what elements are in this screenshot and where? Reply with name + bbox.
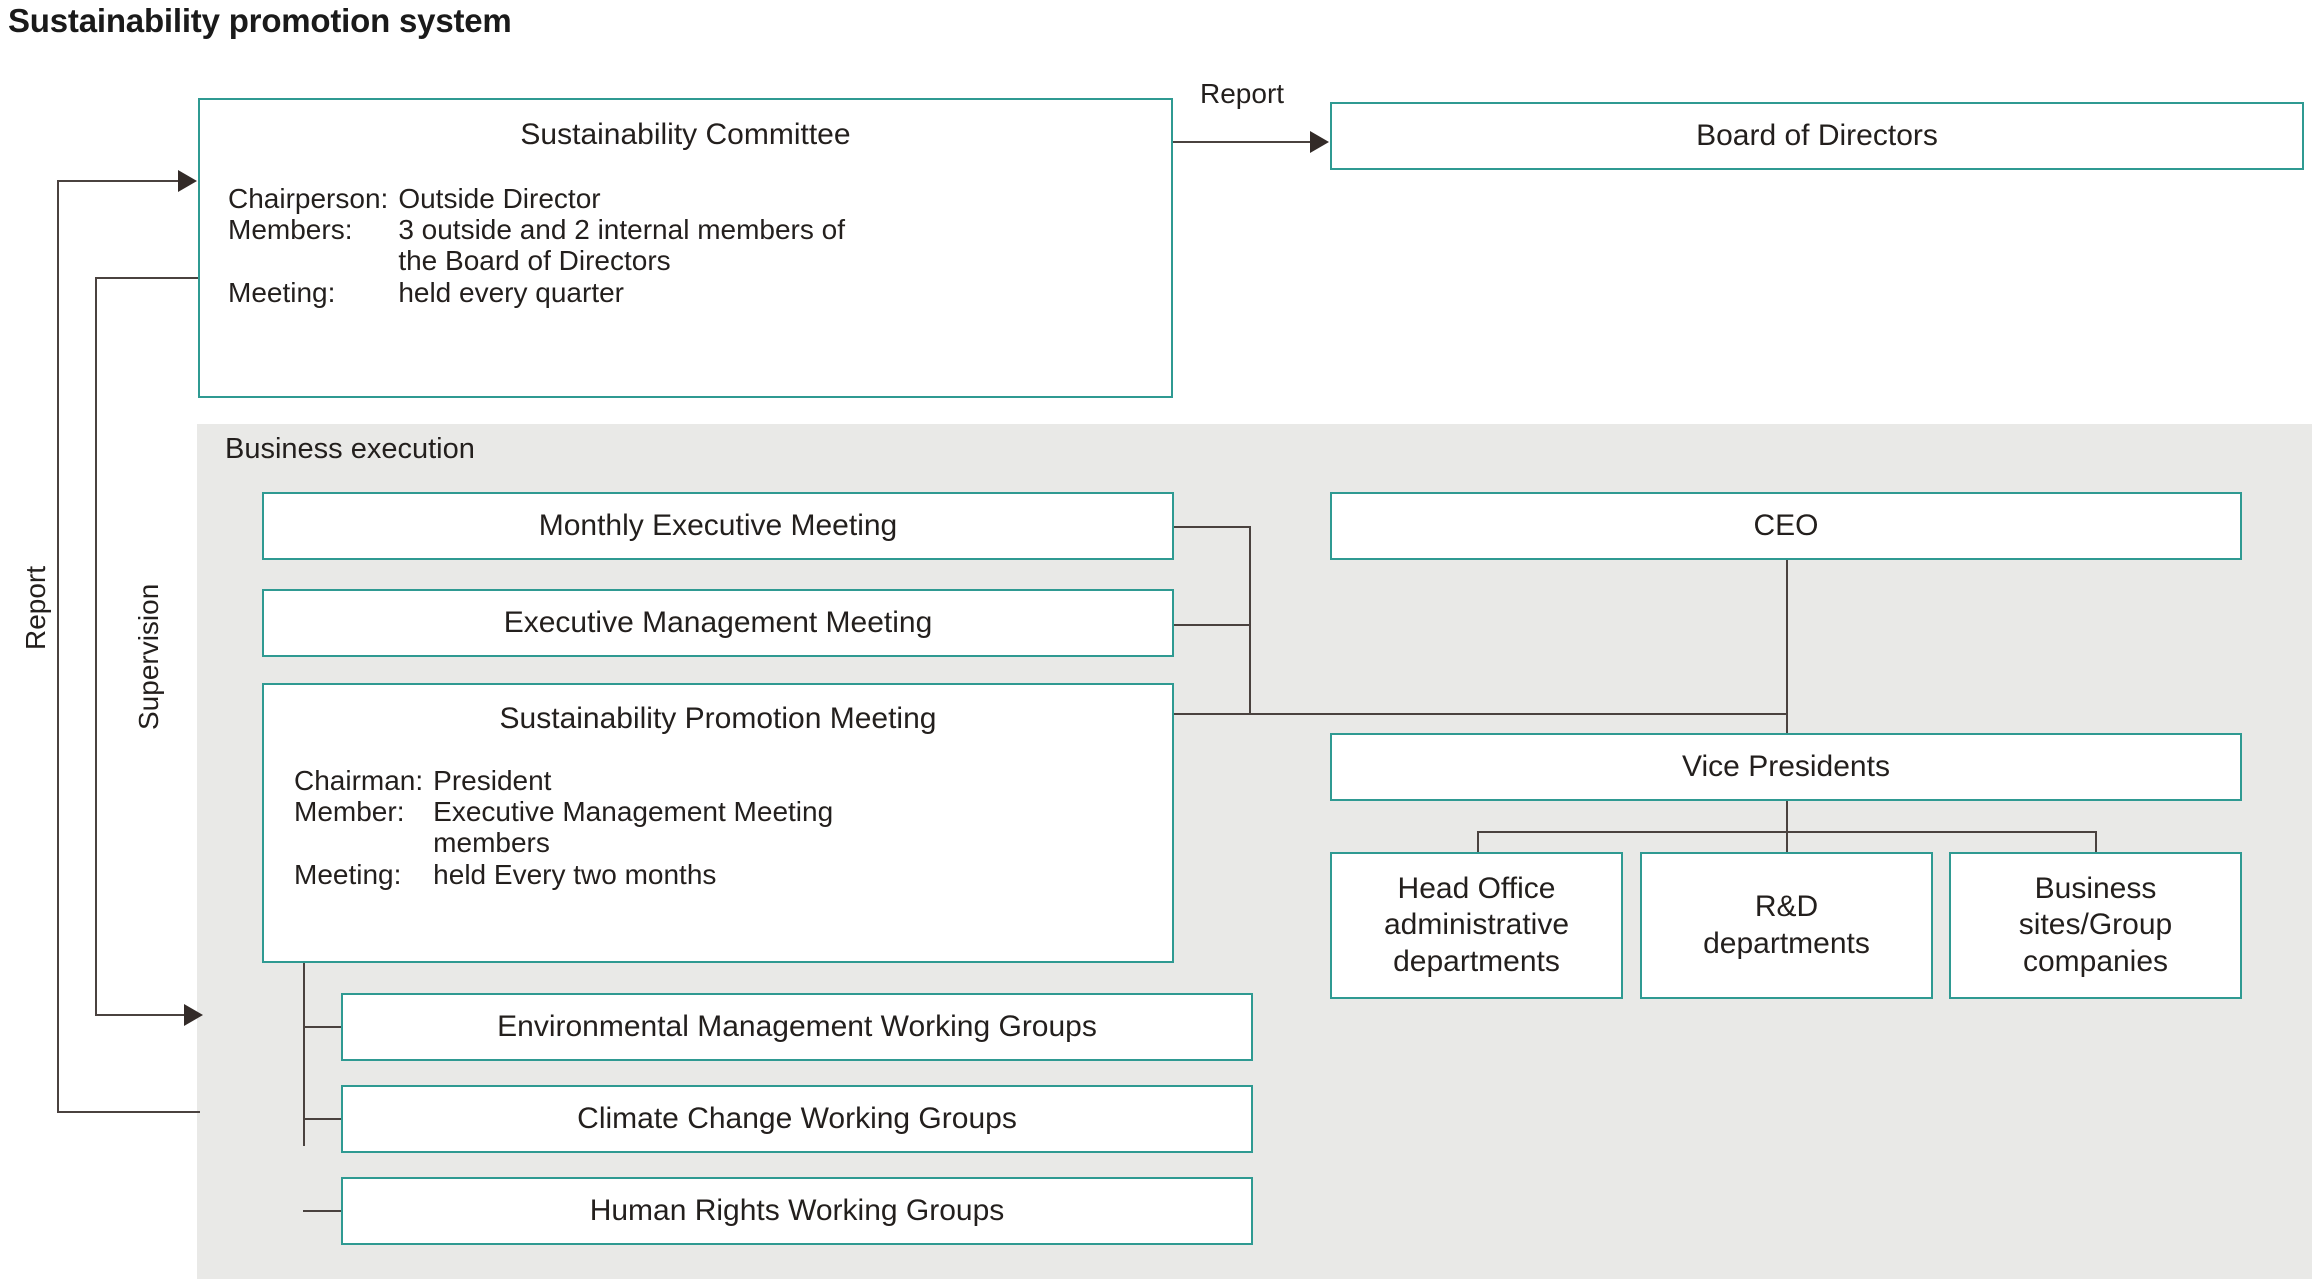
working-groups-connector-branch-2	[303, 1118, 341, 1120]
working-groups-connector-branch-3	[303, 1210, 341, 1212]
meeting-connector-to-ceo-column	[1249, 713, 1787, 715]
committee-row-2-value: held every quarter	[398, 276, 624, 308]
department-box-rnd: R&D departments	[1640, 852, 1933, 999]
sustainability-committee-heading: Sustainability Committee	[520, 118, 851, 151]
business-execution-label: Business execution	[225, 433, 475, 465]
sustainability-promotion-meeting-details: Chairman: President Member: Executive Ma…	[294, 765, 833, 890]
executive-management-meeting-box: Executive Management Meeting	[262, 589, 1174, 657]
working-group-box-climate-change: Climate Change Working Groups	[341, 1085, 1253, 1153]
promotion-row-1-value: Executive Management Meeting members	[433, 796, 834, 859]
ceo-to-vice-presidents-connector	[1786, 560, 1788, 733]
working-group-label-environmental-management: Environmental Management Working Groups	[497, 1009, 1097, 1043]
supervision-side-label: Supervision	[133, 583, 164, 730]
report-loop-vertical-line	[57, 180, 59, 1112]
working-group-label-human-rights: Human Rights Working Groups	[589, 1193, 1005, 1227]
supervision-loop-arrow-head	[184, 1004, 203, 1026]
executive-management-meeting-label: Executive Management Meeting	[503, 605, 933, 639]
report-arrow-head	[1310, 131, 1329, 153]
promotion-row-0-value: President	[433, 765, 552, 796]
committee-row-2-key: Meeting:	[228, 276, 336, 308]
working-group-box-environmental-management: Environmental Management Working Groups	[341, 993, 1253, 1061]
department-label-business-sites: Business sites/Group companies	[2018, 871, 2173, 978]
vice-presidents-box: Vice Presidents	[1330, 733, 2242, 801]
department-box-head-office: Head Office administrative departments	[1330, 852, 1623, 999]
sustainability-committee-box: Sustainability Committee Chairperson: Ou…	[198, 98, 1173, 398]
meeting-connector-monthly	[1174, 526, 1251, 528]
sustainability-promotion-meeting-box: Sustainability Promotion Meeting Chairma…	[262, 683, 1174, 963]
board-of-directors-label: Board of Directors	[1696, 118, 1938, 152]
board-of-directors-box: Board of Directors	[1330, 102, 2304, 170]
department-box-business-sites: Business sites/Group companies	[1949, 852, 2242, 999]
vice-presidents-connector-stem	[1786, 801, 1788, 831]
vice-presidents-label: Vice Presidents	[1682, 749, 1890, 783]
department-connector-head-office	[1477, 831, 1479, 853]
report-side-label: Report	[20, 565, 51, 650]
committee-row-0-key: Chairperson:	[228, 183, 389, 214]
promotion-row-2-key: Meeting:	[294, 858, 402, 890]
working-groups-connector-spine	[303, 963, 305, 1146]
working-groups-connector-branch-1	[303, 1026, 341, 1028]
monthly-executive-meeting-box: Monthly Executive Meeting	[262, 492, 1174, 560]
department-label-head-office: Head Office administrative departments	[1383, 871, 1570, 978]
promotion-row-1-key: Member:	[294, 796, 405, 828]
report-edge-label: Report	[1200, 78, 1285, 109]
ceo-label: CEO	[1753, 508, 1819, 542]
meeting-connector-executive	[1174, 624, 1251, 626]
report-loop-top-line	[57, 180, 178, 182]
working-group-label-climate-change: Climate Change Working Groups	[577, 1101, 1017, 1135]
ceo-box: CEO	[1330, 492, 2242, 560]
sustainability-promotion-meeting-heading: Sustainability Promotion Meeting	[499, 702, 937, 735]
report-connector-line	[1173, 141, 1310, 143]
working-group-box-human-rights: Human Rights Working Groups	[341, 1177, 1253, 1245]
report-loop-bottom-line	[57, 1111, 200, 1113]
report-loop-arrow-head	[178, 170, 197, 192]
monthly-executive-meeting-label: Monthly Executive Meeting	[538, 508, 898, 542]
promotion-row-2-value: held Every two months	[433, 858, 717, 890]
department-connector-business-sites	[2095, 831, 2097, 853]
supervision-loop-bottom-line	[95, 1014, 184, 1016]
promotion-row-0-key: Chairman:	[294, 765, 424, 796]
sustainability-committee-details: Chairperson: Outside Director Members: 3…	[228, 183, 845, 308]
department-label-rnd: R&D departments	[1703, 889, 1870, 960]
committee-row-0-value: Outside Director	[398, 183, 601, 214]
meeting-connector-spine	[1249, 526, 1251, 715]
department-connector-rnd	[1786, 831, 1788, 853]
committee-row-1-value: 3 outside and 2 internal members of the …	[398, 214, 846, 277]
supervision-loop-vertical-line	[95, 277, 97, 1015]
page-title: Sustainability promotion system	[8, 2, 512, 39]
committee-row-1-key: Members:	[228, 214, 353, 246]
supervision-loop-top-line	[95, 277, 198, 279]
